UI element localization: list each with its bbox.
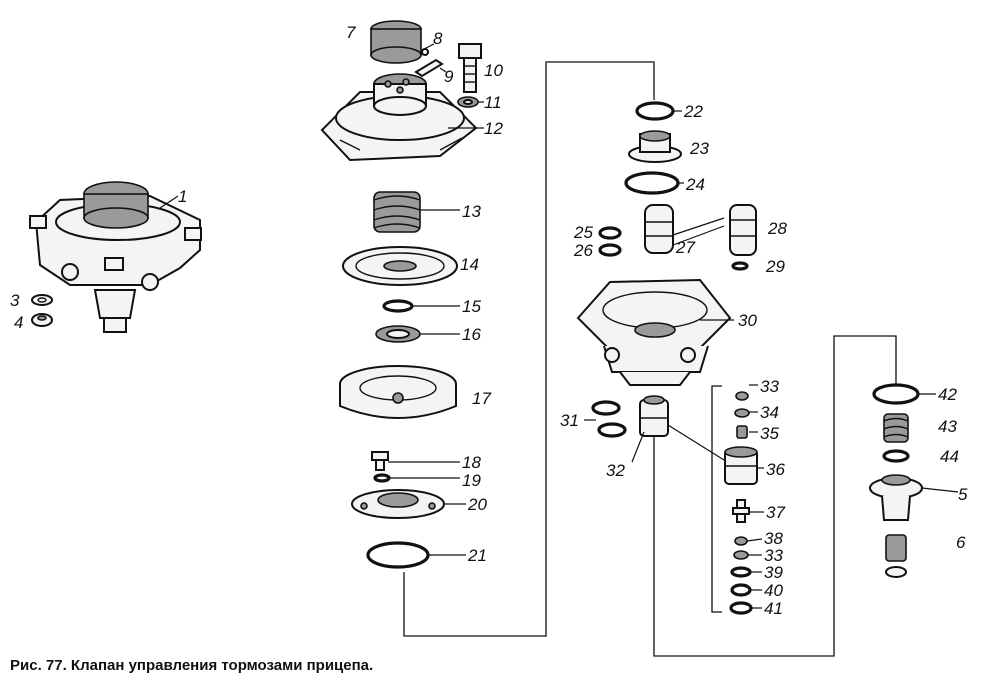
callout-44: 44 <box>940 447 959 466</box>
ring-31a <box>591 400 621 416</box>
callout-33a: 33 <box>760 377 779 396</box>
callout-8: 8 <box>433 29 443 48</box>
washer-3 <box>31 294 53 306</box>
callout-31: 31 <box>560 411 579 430</box>
callout-40: 40 <box>764 581 783 600</box>
callout-12: 12 <box>484 119 503 138</box>
part-33b <box>733 550 749 560</box>
spring-35 <box>736 425 748 439</box>
washer-16 <box>375 325 421 343</box>
nut-6 <box>885 566 907 578</box>
part-34 <box>734 408 750 418</box>
part-33a <box>735 391 749 401</box>
o-ring-42 <box>872 383 920 405</box>
ring-39 <box>730 566 752 578</box>
spring-13 <box>373 191 421 233</box>
callout-18: 18 <box>462 453 481 472</box>
callout-6: 6 <box>956 533 966 552</box>
washer-19 <box>373 473 391 483</box>
callout-28: 28 <box>767 219 787 238</box>
callout-9: 9 <box>444 67 454 86</box>
ring-31b <box>597 422 627 438</box>
ring-22 <box>635 101 675 121</box>
callout-25: 25 <box>573 223 593 242</box>
callout-41: 41 <box>764 599 783 618</box>
sleeve-32 <box>639 395 669 437</box>
callout-14: 14 <box>460 255 479 274</box>
part-38 <box>734 536 748 546</box>
frame-right <box>653 335 897 657</box>
ring-25 <box>598 226 622 240</box>
diaphragm-14 <box>342 246 458 286</box>
screw-18 <box>371 451 389 471</box>
callout-numbers: 1 3 4 7 8 9 10 11 12 13 14 15 16 17 18 1… <box>10 23 968 618</box>
bolt-10 <box>458 43 482 93</box>
figure-caption: Рис. 77. Клапан управления тормозами при… <box>10 657 373 674</box>
callout-29: 29 <box>765 257 785 276</box>
o-ring-24 <box>624 171 680 195</box>
callout-20: 20 <box>467 495 487 514</box>
bracket-33-41 <box>711 385 722 613</box>
callout-43: 43 <box>938 417 957 436</box>
spring-43 <box>883 413 909 443</box>
valve-36 <box>724 446 758 485</box>
callout-10: 10 <box>484 61 503 80</box>
bushing-23 <box>628 130 682 163</box>
plunger-27 <box>644 204 674 254</box>
pin-8 <box>421 48 429 56</box>
callout-22: 22 <box>683 102 703 121</box>
plunger-28 <box>729 204 757 256</box>
ring-29 <box>731 261 749 271</box>
callout-23: 23 <box>689 139 709 158</box>
callout-39: 39 <box>764 563 783 582</box>
callout-35: 35 <box>760 424 779 443</box>
ring-44 <box>882 449 910 463</box>
callout-1: 1 <box>178 187 187 206</box>
callout-17: 17 <box>472 389 491 408</box>
upper-cover-12 <box>320 73 478 162</box>
nut-4 <box>31 313 53 327</box>
callout-21: 21 <box>467 546 487 565</box>
flange-20 <box>351 489 445 519</box>
callout-24: 24 <box>685 175 705 194</box>
washer-11 <box>457 96 479 108</box>
ring-41 <box>729 601 753 615</box>
ring-26 <box>598 243 622 257</box>
callout-32: 32 <box>606 461 625 480</box>
frame-left <box>403 61 655 637</box>
assembled-valve <box>29 181 202 333</box>
callout-27: 27 <box>675 238 695 257</box>
callout-33b: 33 <box>764 546 783 565</box>
callout-37: 37 <box>766 503 785 522</box>
callout-26: 26 <box>573 241 593 260</box>
callout-30: 30 <box>738 311 757 330</box>
fitting-5 <box>869 474 923 521</box>
callout-19: 19 <box>462 471 481 490</box>
callout-38: 38 <box>764 529 783 548</box>
callout-42: 42 <box>938 385 957 404</box>
callout-11: 11 <box>484 93 502 112</box>
callout-7: 7 <box>346 23 356 42</box>
callout-3: 3 <box>10 291 20 310</box>
callout-13: 13 <box>462 202 481 221</box>
callout-4: 4 <box>14 313 23 332</box>
callout-34: 34 <box>760 403 779 422</box>
callout-15: 15 <box>462 297 481 316</box>
valve-body-30 <box>576 278 732 386</box>
leader-lines <box>159 43 959 609</box>
stem-37 <box>732 499 750 523</box>
ring-15 <box>382 299 414 313</box>
piston-17 <box>339 365 457 419</box>
callout-16: 16 <box>462 325 481 344</box>
spring-6 <box>885 534 907 562</box>
callout-5: 5 <box>958 485 968 504</box>
ring-40 <box>730 583 752 597</box>
o-ring-21 <box>366 541 430 569</box>
cap-7 <box>370 20 422 64</box>
callout-36: 36 <box>766 460 785 479</box>
clip-9 <box>414 58 444 78</box>
